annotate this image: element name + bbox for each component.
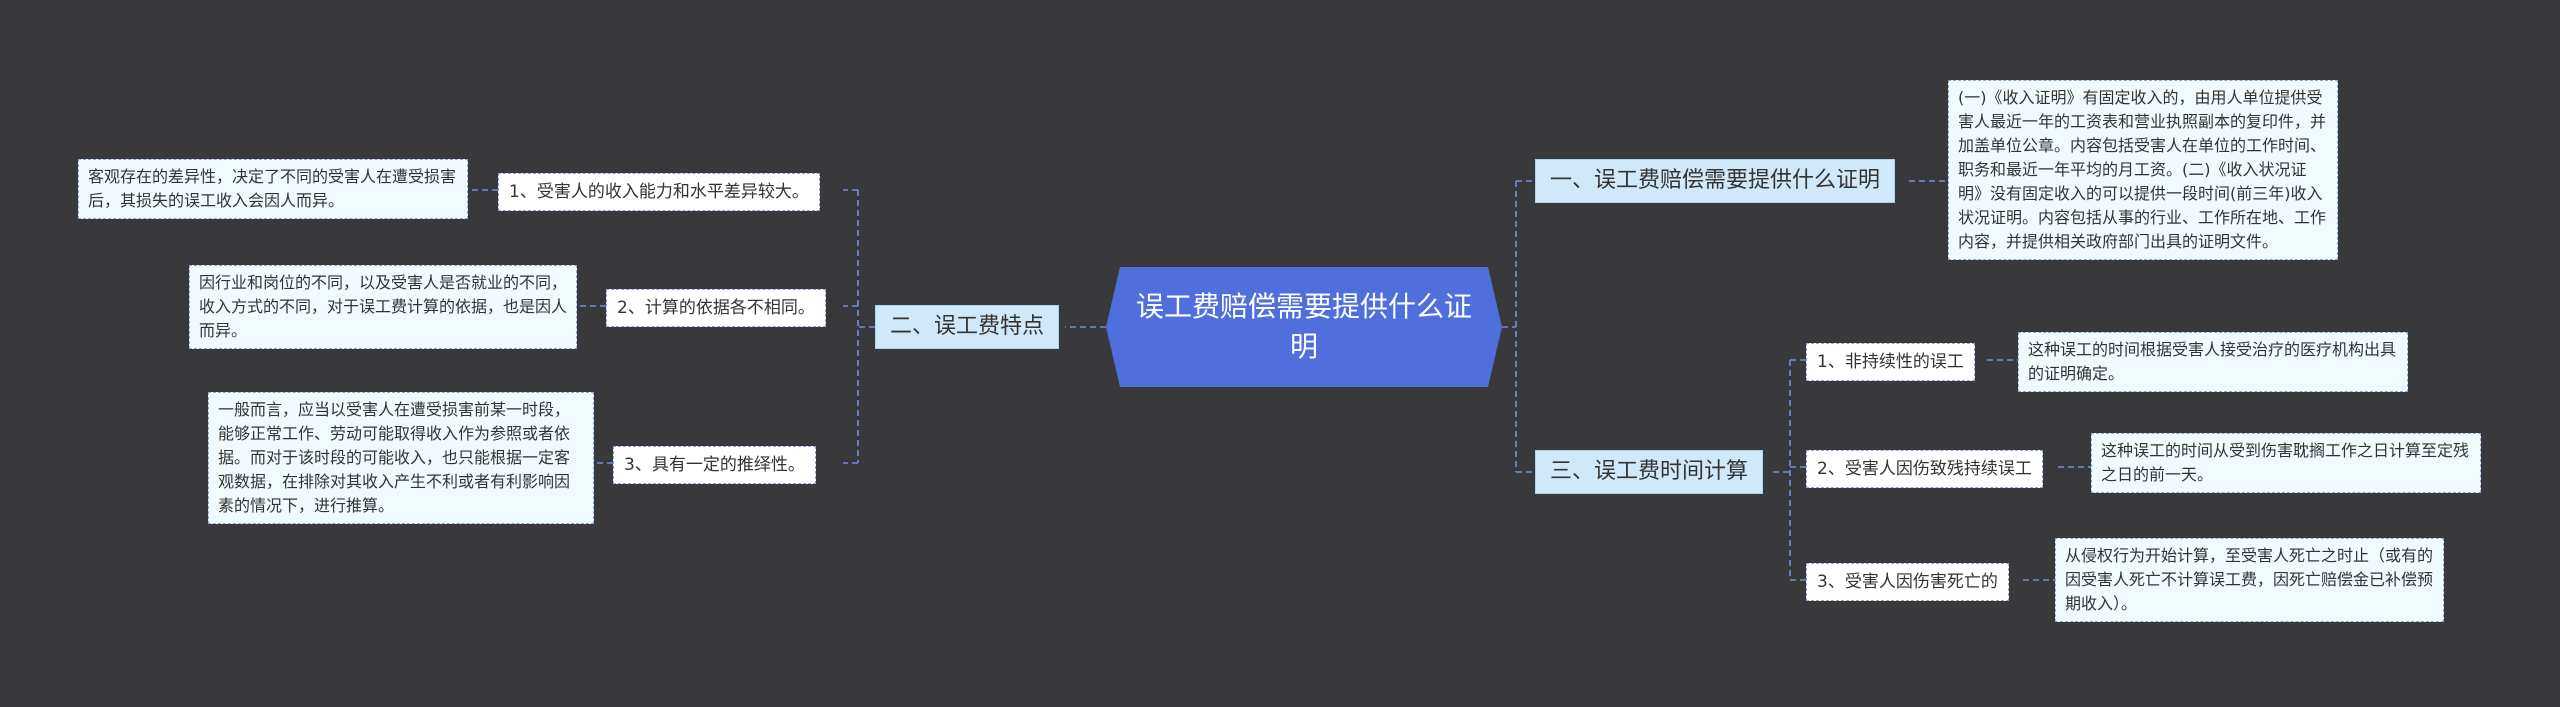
proof-detail-text: (一)《收入证明》有固定收入的，由用人单位提供受害人最近一年的工资表和营业执照副…	[1958, 88, 2327, 251]
feature-item-label: 2、计算的依据各不相同。	[617, 298, 815, 318]
feature-item-2[interactable]: 2、计算的依据各不相同。	[606, 289, 826, 327]
branch-time-calculation[interactable]: 三、误工费时间计算	[1535, 450, 1764, 494]
time-item-label: 3、受害人因伤害死亡的	[1817, 572, 1998, 592]
feature-detail-text: 因行业和岗位的不同，以及受害人是否就业的不同，收入方式的不同，对于误工费计算的依…	[199, 273, 568, 340]
branch-features[interactable]: 二、误工费特点	[875, 305, 1060, 349]
feature-detail-3[interactable]: 一般而言，应当以受害人在遭受损害前某一时段，能够正常工作、劳动可能取得收入作为参…	[208, 392, 594, 524]
feature-item-label: 1、受害人的收入能力和水平差异较大。	[509, 182, 809, 202]
feature-detail-text: 客观存在的差异性，决定了不同的受害人在遭受损害后，其损失的误工收入会因人而异。	[88, 167, 457, 210]
feature-item-3[interactable]: 3、具有一定的推绎性。	[613, 446, 816, 484]
time-item-2[interactable]: 2、受害人因伤致残持续误工	[1806, 450, 2043, 488]
time-detail-1[interactable]: 这种误工的时间根据受害人接受治疗的医疗机构出具的证明确定。	[2018, 332, 2408, 392]
proof-detail[interactable]: (一)《收入证明》有固定收入的，由用人单位提供受害人最近一年的工资表和营业执照副…	[1948, 80, 2338, 260]
time-item-label: 1、非持续性的误工	[1817, 352, 1964, 372]
branch-label: 二、误工费特点	[890, 314, 1045, 339]
time-detail-text: 这种误工的时间从受到伤害耽搁工作之日计算至定残之日的前一天。	[2101, 441, 2470, 484]
time-item-1[interactable]: 1、非持续性的误工	[1806, 343, 1975, 381]
root-topic[interactable]: 误工费赔偿需要提供什么证明	[1106, 267, 1502, 387]
branch-label: 三、误工费时间计算	[1550, 459, 1749, 484]
root-title: 误工费赔偿需要提供什么证明	[1135, 290, 1472, 363]
time-item-label: 2、受害人因伤致残持续误工	[1817, 459, 2032, 479]
feature-item-label: 3、具有一定的推绎性。	[624, 455, 805, 475]
time-detail-text: 从侵权行为开始计算，至受害人死亡之时止（或有的因受害人死亡不计算误工费，因死亡赔…	[2065, 546, 2434, 613]
feature-item-1[interactable]: 1、受害人的收入能力和水平差异较大。	[498, 173, 820, 211]
feature-detail-text: 一般而言，应当以受害人在遭受损害前某一时段，能够正常工作、劳动可能取得收入作为参…	[218, 400, 571, 515]
branch-label: 一、误工费赔偿需要提供什么证明	[1550, 168, 1881, 193]
time-detail-text: 这种误工的时间根据受害人接受治疗的医疗机构出具的证明确定。	[2028, 340, 2397, 383]
time-detail-2[interactable]: 这种误工的时间从受到伤害耽搁工作之日计算至定残之日的前一天。	[2091, 433, 2481, 493]
time-item-3[interactable]: 3、受害人因伤害死亡的	[1806, 563, 2009, 601]
feature-detail-2[interactable]: 因行业和岗位的不同，以及受害人是否就业的不同，收入方式的不同，对于误工费计算的依…	[189, 265, 577, 349]
branch-proof[interactable]: 一、误工费赔偿需要提供什么证明	[1535, 159, 1896, 203]
time-detail-3[interactable]: 从侵权行为开始计算，至受害人死亡之时止（或有的因受害人死亡不计算误工费，因死亡赔…	[2055, 538, 2444, 622]
feature-detail-1[interactable]: 客观存在的差异性，决定了不同的受害人在遭受损害后，其损失的误工收入会因人而异。	[78, 159, 468, 219]
